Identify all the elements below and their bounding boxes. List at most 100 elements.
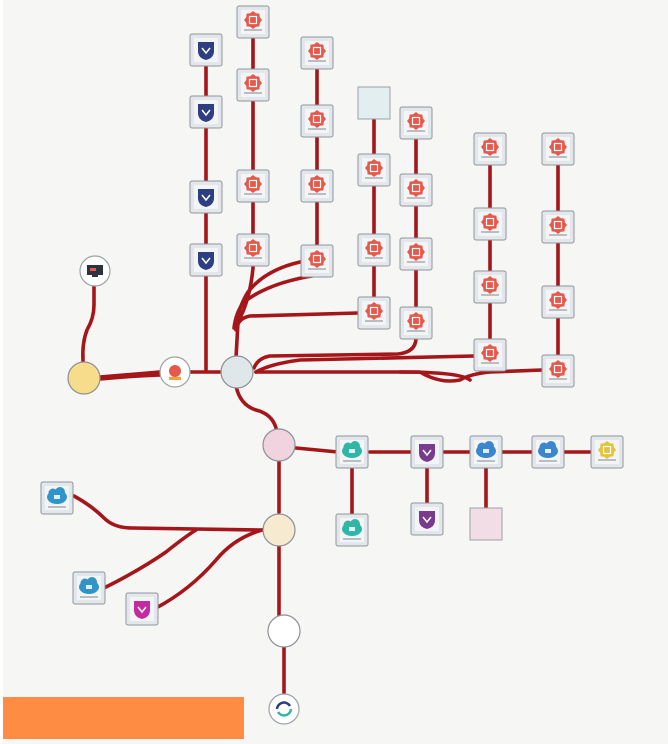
b-magenta-1-badge[interactable] (125, 592, 159, 626)
b-navy-4-badge[interactable] (189, 243, 223, 277)
b-red-c2-1-badge[interactable] (236, 5, 270, 39)
b-red-c4-3-badge[interactable] (357, 296, 391, 330)
seal-emblem-icon (553, 220, 563, 230)
shield-emblem-icon (137, 606, 147, 614)
seal-icon (244, 74, 262, 92)
seal-emblem-icon (312, 179, 322, 189)
b-sync-circle-badge[interactable] (268, 693, 300, 725)
cloud-puff-icon (87, 577, 97, 587)
seal-icon (407, 243, 425, 261)
connector-c6-to-main (254, 354, 476, 374)
b-red-c2-2-badge[interactable] (236, 68, 270, 102)
seal-icon (481, 344, 499, 362)
seal-emblem-icon (411, 183, 421, 193)
orange-accent-bar (3, 697, 244, 739)
b-red-c5-3-badge[interactable] (399, 237, 433, 271)
shield-icon (198, 189, 214, 207)
seal-emblem-icon (485, 348, 495, 358)
seal-icon (549, 138, 567, 156)
b-red-c4-2-badge[interactable] (357, 233, 391, 267)
connector-yellow-to-red-circle (98, 370, 162, 379)
b-red-c7-1-badge[interactable] (541, 132, 575, 166)
hub-main-gray[interactable] (220, 355, 254, 389)
hub-cream[interactable] (262, 513, 296, 547)
seal-emblem-icon (248, 179, 258, 189)
seal-icon (365, 239, 383, 257)
b-teal-2-badge[interactable] (335, 513, 369, 547)
empty-gray[interactable] (357, 86, 391, 120)
b-red-c2-3-badge[interactable] (236, 169, 270, 203)
b-navy-3-badge[interactable] (189, 180, 223, 214)
b-purple-2-badge[interactable] (410, 502, 444, 536)
hub-left-yellow[interactable] (67, 361, 101, 395)
seal-emblem-icon (553, 364, 563, 374)
seal-emblem-icon (248, 243, 258, 253)
b-red-c4-1-badge[interactable] (357, 153, 391, 187)
seal-emblem-icon (553, 142, 563, 152)
seal-emblem-icon (411, 316, 421, 326)
b-blue-1-badge[interactable] (469, 435, 503, 469)
shield-emblem-icon (201, 194, 211, 202)
connector-c7-alt (398, 370, 472, 382)
b-red-c7-4-badge[interactable] (541, 354, 575, 388)
cloud-emblem-icon (86, 585, 92, 589)
b-red-c3-3-badge[interactable] (300, 169, 334, 203)
seal-emblem-icon (312, 114, 322, 124)
b-red-c5-2-badge[interactable] (399, 173, 433, 207)
nodes (40, 5, 624, 725)
b-red-c6-1-badge[interactable] (473, 132, 507, 166)
shield-emblem-icon (422, 516, 432, 524)
seal-icon (407, 179, 425, 197)
b-gold-1-badge[interactable] (590, 435, 624, 469)
b-red-c6-2-badge[interactable] (473, 207, 507, 241)
cloud-emblem-icon (349, 527, 355, 531)
seal-emblem-icon (602, 445, 612, 455)
seal-icon (481, 213, 499, 231)
seal-emblem-icon (312, 254, 322, 264)
b-red-circle-badge[interactable] (159, 356, 191, 388)
monitor-stand-icon (92, 275, 98, 277)
b-red-c6-3-badge[interactable] (473, 270, 507, 304)
seal-emblem-icon (411, 116, 421, 126)
seal-emblem-icon (369, 243, 379, 253)
empty-pink[interactable] (469, 507, 503, 541)
cloud-emblem-icon (483, 449, 489, 453)
cloud-emblem-icon (54, 495, 60, 499)
b-blue-2-badge[interactable] (531, 435, 565, 469)
shield-icon (134, 601, 150, 619)
hub-pink[interactable] (262, 428, 296, 462)
hub-white[interactable] (267, 614, 301, 648)
b-navy-1-badge[interactable] (189, 33, 223, 67)
b-red-c7-2-badge[interactable] (541, 210, 575, 244)
b-red-c3-2-badge[interactable] (300, 104, 334, 138)
b-cyan-2-badge[interactable] (72, 571, 106, 605)
b-red-c7-3-badge[interactable] (541, 285, 575, 319)
b-teal-1-badge[interactable] (335, 435, 369, 469)
b-red-c5-4-badge[interactable] (399, 306, 433, 340)
b-purple-1-badge[interactable] (410, 435, 444, 469)
cloud-puff-icon (546, 441, 556, 451)
seal-icon (169, 365, 181, 377)
b-navy-2-badge[interactable] (189, 95, 223, 129)
b-red-c5-1-badge[interactable] (399, 106, 433, 140)
seal-icon (365, 159, 383, 177)
seal-emblem-icon (485, 217, 495, 227)
b-red-c6-4-badge[interactable] (473, 338, 507, 372)
b-monitor-circle-badge[interactable] (79, 255, 111, 287)
seal-icon (481, 276, 499, 294)
frame-edge (0, 0, 3, 744)
connector-c5-to-main (252, 336, 418, 370)
seal-emblem-icon (485, 142, 495, 152)
b-red-c2-4-badge[interactable] (236, 233, 270, 267)
b-red-c3-4-badge[interactable] (300, 244, 334, 278)
seal-icon (407, 312, 425, 330)
seal-icon (407, 112, 425, 130)
shield-icon (198, 42, 214, 60)
sync-arrow-icon (276, 708, 293, 717)
b-cyan-1-badge[interactable] (40, 481, 74, 515)
seal-icon (549, 291, 567, 309)
connector-cyan1-to-cream (72, 494, 264, 532)
seal-icon (244, 239, 262, 257)
b-red-c3-1-badge[interactable] (300, 36, 334, 70)
ribbon-icon (169, 377, 181, 380)
